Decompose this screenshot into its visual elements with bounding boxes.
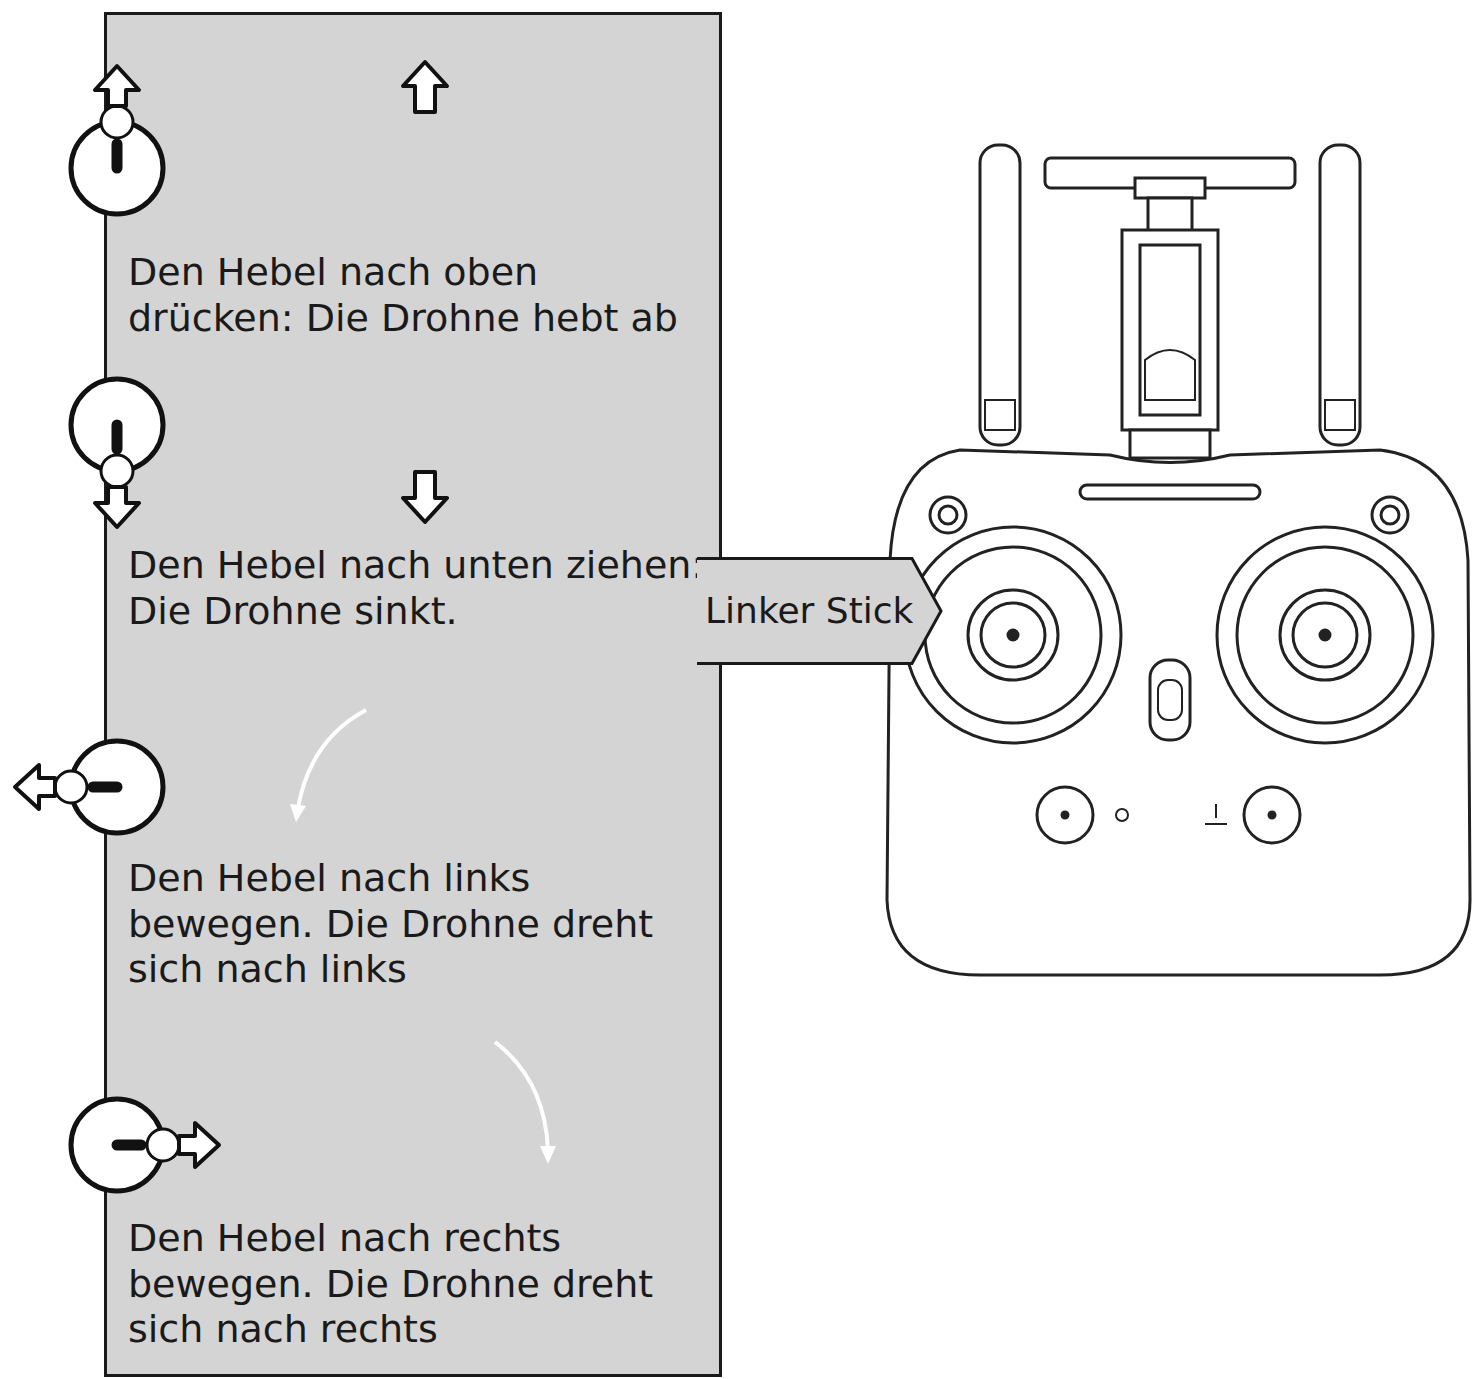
text-slot: Den Hebel nach oben drücken: Die Drohne …	[128, 250, 708, 341]
instruction-text: Den Hebel nach links bewegen. Die Drohne…	[128, 856, 708, 993]
text-slot: Den Hebel nach links bewegen. Die Drohne…	[128, 856, 708, 993]
instruction-panel: Den Hebel nach oben drücken: Die Drohne …	[104, 12, 722, 1377]
text-slot: Den Hebel nach rechts bewegen. Die Drohn…	[128, 1216, 708, 1353]
instruction-text: Den Hebel nach oben drücken: Die Drohne …	[128, 250, 708, 341]
pointer-label: Linker Stick	[697, 557, 942, 665]
text-slot: Den Hebel nach unten ziehen: Die Drohne …	[128, 543, 708, 634]
instruction-text: Den Hebel nach unten ziehen: Die Drohne …	[128, 543, 708, 634]
pointer-arrow-shape: Linker Stick	[697, 557, 942, 665]
instruction-text: Den Hebel nach rechts bewegen. Die Drohn…	[128, 1216, 708, 1353]
